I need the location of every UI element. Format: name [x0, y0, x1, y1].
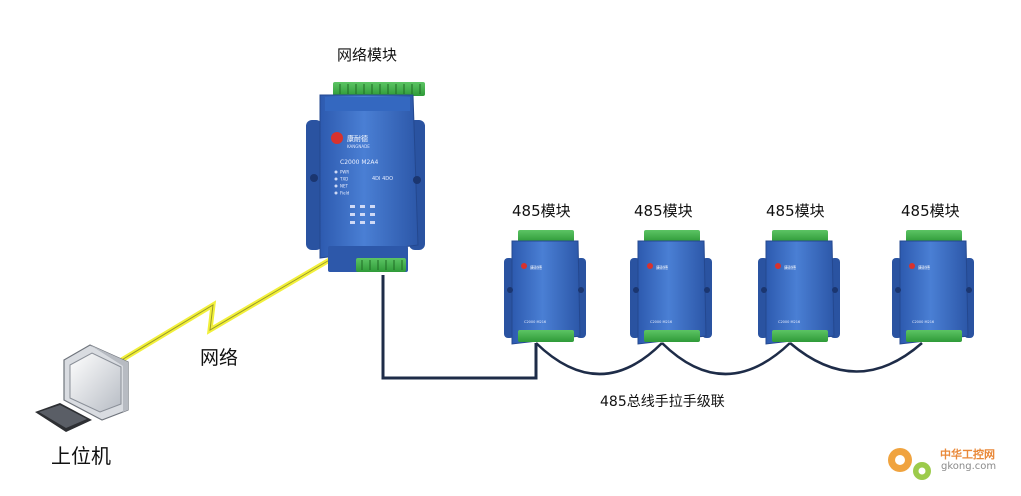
model-text: C2000 M216 — [778, 320, 800, 324]
model-text: C2000 M216 — [912, 320, 934, 324]
indicator-label: NET — [340, 184, 349, 189]
indicator-label: Field — [340, 191, 350, 196]
brand-logo-icon — [331, 132, 343, 144]
bus-daisy-chain — [535, 342, 923, 376]
watermark-cn-text: 中华工控网 — [940, 448, 995, 461]
host-computer-label: 上位机 — [51, 444, 111, 468]
model-text: C2000 M216 — [650, 320, 672, 324]
indicator-label: PWR — [340, 170, 349, 175]
host-computer-icon — [35, 344, 129, 432]
module-485-label: 485模块 — [512, 202, 571, 220]
wireless-link — [103, 252, 340, 373]
bus-chain-label: 485总线手拉手级联 — [600, 394, 725, 410]
module-485-device-2: 康耐德 C2000 M216 — [630, 230, 712, 345]
indicator-label: TXD — [339, 177, 348, 182]
model-text: C2000 M216 — [524, 320, 546, 324]
module-485-label: 485模块 — [634, 202, 693, 220]
ports-text: 4DI 4DO — [372, 176, 393, 182]
brand-text: 康耐德 — [347, 134, 368, 143]
bus-trunk-line — [381, 275, 538, 380]
brand-text: 康耐德 — [530, 264, 542, 270]
module-485-device-1: 康耐德 C2000 M216 — [504, 230, 586, 345]
watermark-gear-icon — [888, 448, 931, 480]
watermark-en-text: gkong.com — [941, 461, 997, 472]
module-485-device-4: 康耐德 C2000 M216 — [892, 230, 974, 345]
brand-en-text: KANGNADE — [347, 144, 370, 149]
brand-text: 康耐德 — [784, 264, 796, 270]
network-module-label: 网络模块 — [337, 46, 398, 64]
network-link-label: 网络 — [200, 347, 239, 369]
top-terminal-block — [333, 82, 425, 96]
module-485-label: 485模块 — [766, 202, 825, 220]
network-module-device: 康耐德 KANGNADE C2000 M2A4 PWR TXD NET Fiel… — [306, 82, 425, 272]
module-485-device-3: 康耐德 C2000 M216 — [758, 230, 840, 345]
brand-text: 康耐德 — [918, 264, 930, 270]
module-485-label: 485模块 — [901, 202, 960, 220]
model-text: C2000 M2A4 — [340, 159, 378, 166]
brand-text: 康耐德 — [656, 264, 668, 270]
